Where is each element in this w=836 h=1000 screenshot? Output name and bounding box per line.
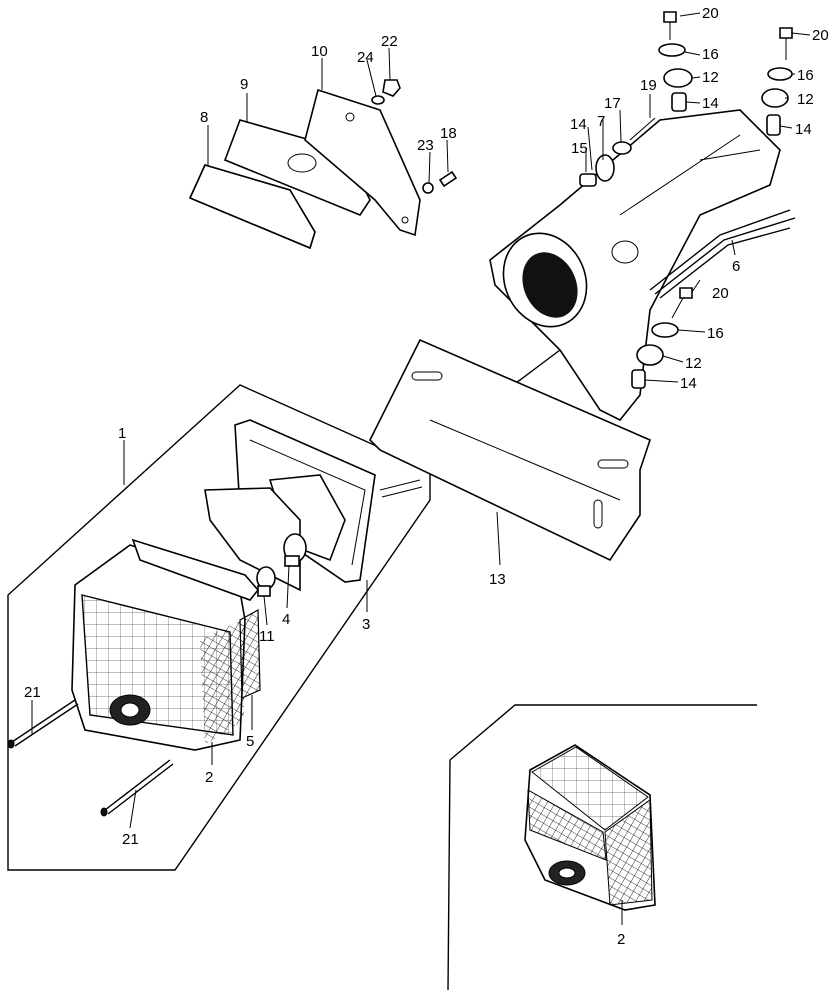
label-20-a: 20: [702, 5, 719, 22]
label-12-c: 12: [685, 355, 702, 372]
label-14-d: 14: [570, 116, 587, 133]
reflector-bracket: [304, 88, 421, 237]
label-12-a: 12: [702, 69, 719, 86]
label-8: 8: [200, 109, 208, 126]
label-7: 7: [597, 113, 605, 130]
label-12-b: 12: [797, 91, 814, 108]
label-5: 5: [246, 733, 254, 750]
label-10: 10: [311, 43, 328, 60]
label-16-c: 16: [707, 325, 724, 342]
label-17: 17: [604, 95, 621, 112]
license-plate-bracket: [369, 338, 651, 562]
label-24: 24: [357, 49, 374, 66]
label-14-a: 14: [702, 95, 719, 112]
label-21-a: 21: [24, 684, 41, 701]
label-9: 9: [240, 76, 248, 93]
screw-upper: [7, 699, 79, 749]
label-14-b: 14: [795, 121, 812, 138]
label-21-b: 21: [122, 831, 139, 848]
label-23: 23: [417, 137, 434, 154]
label-6: 6: [732, 258, 740, 275]
label-4: 4: [282, 611, 290, 628]
label-16-a: 16: [702, 46, 719, 63]
label-15: 15: [571, 140, 588, 157]
lens-gasket: [239, 608, 261, 699]
reflector: [188, 164, 316, 250]
label-16-b: 16: [797, 67, 814, 84]
label-13: 13: [489, 571, 506, 588]
label-14-c: 14: [680, 375, 697, 392]
label-2-inset: 2: [617, 931, 625, 948]
label-3: 3: [362, 616, 370, 633]
label-20-b: 20: [812, 27, 829, 44]
leader-lines: [31, 12, 811, 925]
screw-lower: [100, 759, 174, 817]
bulb: [283, 533, 307, 567]
label-22: 22: [381, 33, 398, 50]
hardware-bracket: [371, 79, 458, 194]
inset-lens: [524, 744, 656, 911]
label-19: 19: [640, 77, 657, 94]
tail-lens: [71, 538, 260, 751]
light-housing: [489, 109, 781, 422]
label-18: 18: [440, 125, 457, 142]
label-1: 1: [118, 425, 126, 442]
label-20-c: 20: [712, 285, 729, 302]
part-labels: 1 2 2 3 4 5 6 7 8 9 10 11 12 12 12 13 14…: [24, 5, 829, 948]
label-2: 2: [205, 769, 213, 786]
inset-outline: [447, 704, 757, 991]
label-11: 11: [259, 628, 275, 645]
lamp-reflector: [204, 487, 301, 592]
bulb-small: [256, 566, 276, 597]
